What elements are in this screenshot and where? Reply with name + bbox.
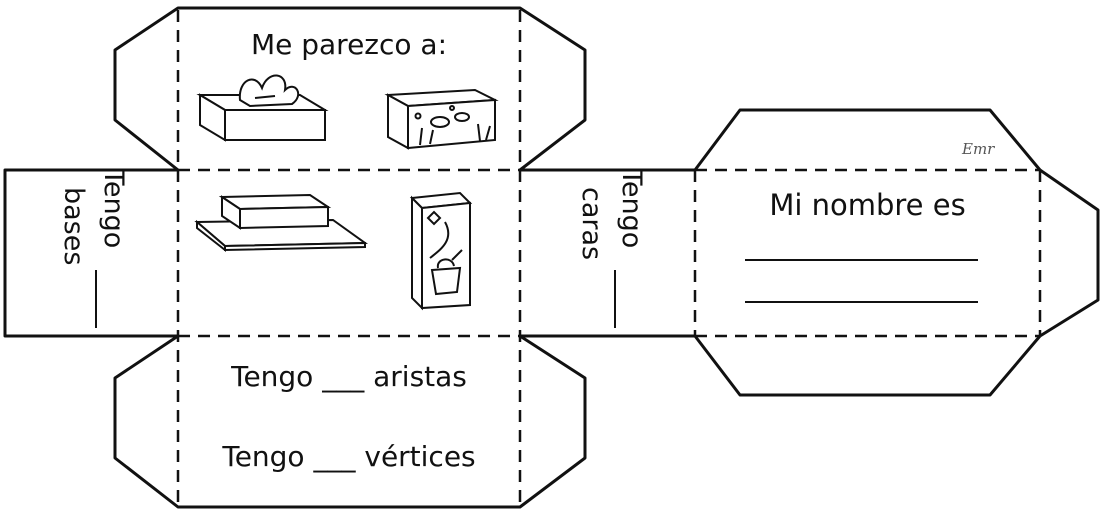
fish-tank-icon xyxy=(384,88,499,150)
top-flap-outline xyxy=(113,6,587,172)
author-signature: Emr xyxy=(962,140,995,158)
juice-carton-icon xyxy=(409,191,473,311)
middle-panel-line1: Tengo xyxy=(616,169,647,249)
right-top-flap-outline xyxy=(693,108,1042,171)
bottom-panel-vertices: Tengo ___ vértices xyxy=(222,440,476,473)
left-panel-line1: Tengo xyxy=(98,169,129,249)
middle-strip-outline xyxy=(520,168,695,338)
bottom-flap-outline xyxy=(113,334,587,509)
right-tab-outline xyxy=(1039,168,1100,338)
middle-panel-line2: caras xyxy=(576,187,607,261)
tissue-box-icon xyxy=(196,74,329,142)
left-strip-outline xyxy=(3,168,178,338)
right-bottom-flap-outline xyxy=(693,335,1042,397)
left-panel-line2: bases xyxy=(58,187,89,266)
bottom-panel-edges: Tengo ___ aristas xyxy=(231,360,467,393)
top-panel-title: Me parezco a: xyxy=(250,28,448,61)
butter-dish-icon xyxy=(194,193,369,253)
name-prompt: Mi nombre es xyxy=(769,188,966,222)
